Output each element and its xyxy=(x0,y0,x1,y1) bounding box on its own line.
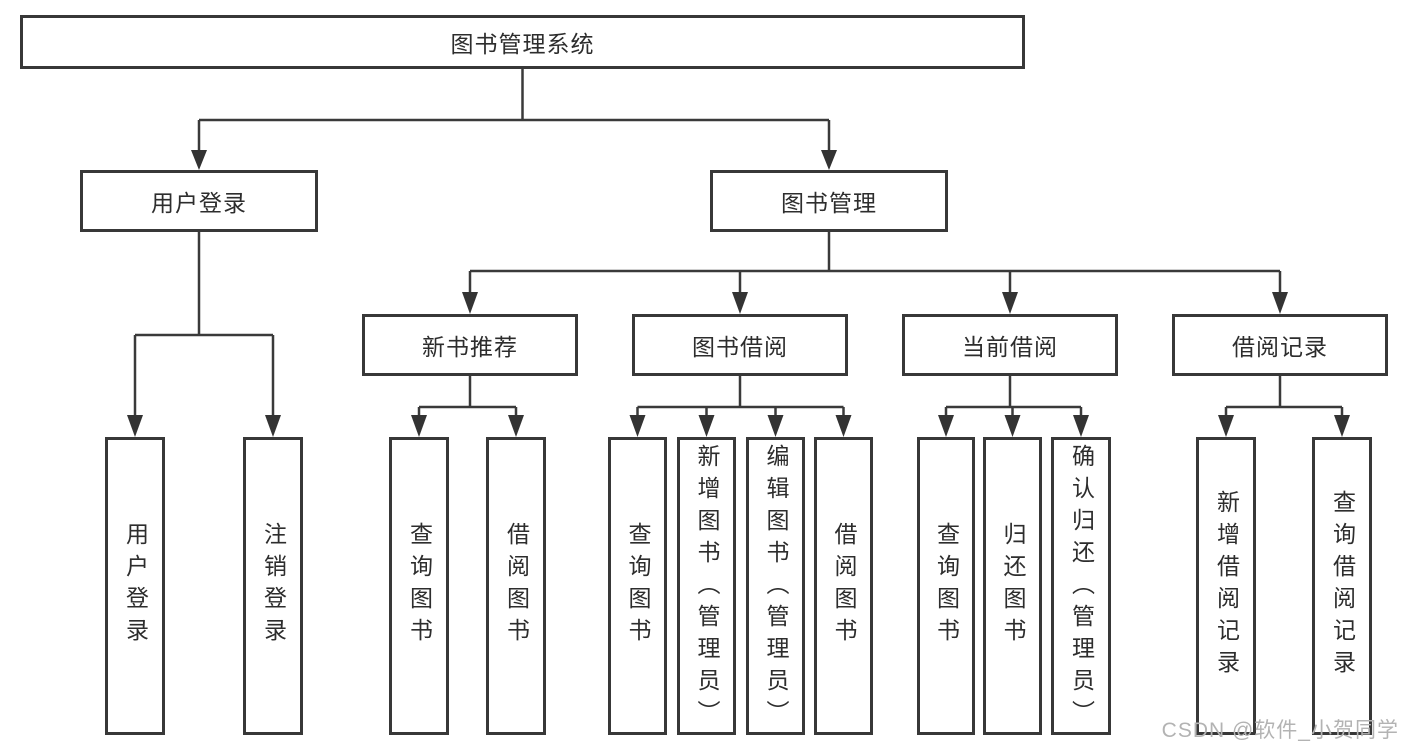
arrow-down-icon xyxy=(835,415,852,437)
node-current-borrow: 当前借阅 xyxy=(902,314,1118,376)
leaf-query-books-recommend: 查询图书 xyxy=(389,437,449,735)
arrow-down-icon xyxy=(938,415,954,437)
leaf-borrow-books-recommend: 借阅图书 xyxy=(486,437,546,735)
arrow-down-icon xyxy=(1004,415,1021,437)
arrow-down-icon xyxy=(1218,415,1234,437)
node-new-book-recommend: 新书推荐 xyxy=(362,314,578,376)
node-root-system: 图书管理系统 xyxy=(20,15,1025,69)
connector-new-book-children xyxy=(411,376,524,437)
connector-root-to-level2 xyxy=(191,69,837,170)
arrow-down-icon xyxy=(1272,292,1288,314)
connector-current-borrow-children xyxy=(938,376,1089,437)
arrow-down-icon xyxy=(265,415,281,437)
csdn-watermark: CSDN @软件_小贺同学 xyxy=(1161,719,1399,742)
leaf-borrow-books: 借阅图书 xyxy=(814,437,873,735)
arrow-down-icon xyxy=(629,415,646,437)
arrow-down-icon xyxy=(698,415,715,437)
arrow-down-icon xyxy=(508,415,524,437)
arrow-down-icon xyxy=(1002,292,1018,314)
leaf-query-books-current: 查询图书 xyxy=(917,437,975,735)
arrow-down-icon xyxy=(462,292,478,314)
leaf-return-books: 归还图书 xyxy=(983,437,1042,735)
node-user-login: 用户登录 xyxy=(80,170,318,232)
connector-borrow-record-children xyxy=(1218,376,1350,437)
arrow-down-icon xyxy=(1073,415,1089,437)
arrow-down-icon xyxy=(821,150,837,170)
arrow-down-icon xyxy=(1334,415,1350,437)
arrow-down-icon xyxy=(191,150,207,170)
leaf-logout: 注销登录 xyxy=(243,437,303,735)
leaf-confirm-return-admin: 确认归还（管理员） xyxy=(1051,437,1111,735)
arrow-down-icon xyxy=(767,415,784,437)
leaf-query-borrow-record: 查询借阅记录 xyxy=(1312,437,1372,735)
arrow-down-icon xyxy=(127,415,143,437)
connector-user-login-children xyxy=(127,232,281,437)
connector-book-borrow-children xyxy=(629,376,852,437)
leaf-add-borrow-record: 新增借阅记录 xyxy=(1196,437,1256,735)
leaf-user-login: 用户登录 xyxy=(105,437,165,735)
connector-book-mgmt-to-level3 xyxy=(462,232,1288,314)
leaf-query-books-borrow: 查询图书 xyxy=(608,437,667,735)
node-book-management: 图书管理 xyxy=(710,170,948,232)
arrow-down-icon xyxy=(411,415,427,437)
node-borrow-record: 借阅记录 xyxy=(1172,314,1388,376)
node-book-borrow: 图书借阅 xyxy=(632,314,848,376)
leaf-edit-books-admin: 编辑图书（管理员） xyxy=(746,437,805,735)
leaf-add-books-admin: 新增图书（管理员） xyxy=(677,437,736,735)
arrow-down-icon xyxy=(732,292,748,314)
